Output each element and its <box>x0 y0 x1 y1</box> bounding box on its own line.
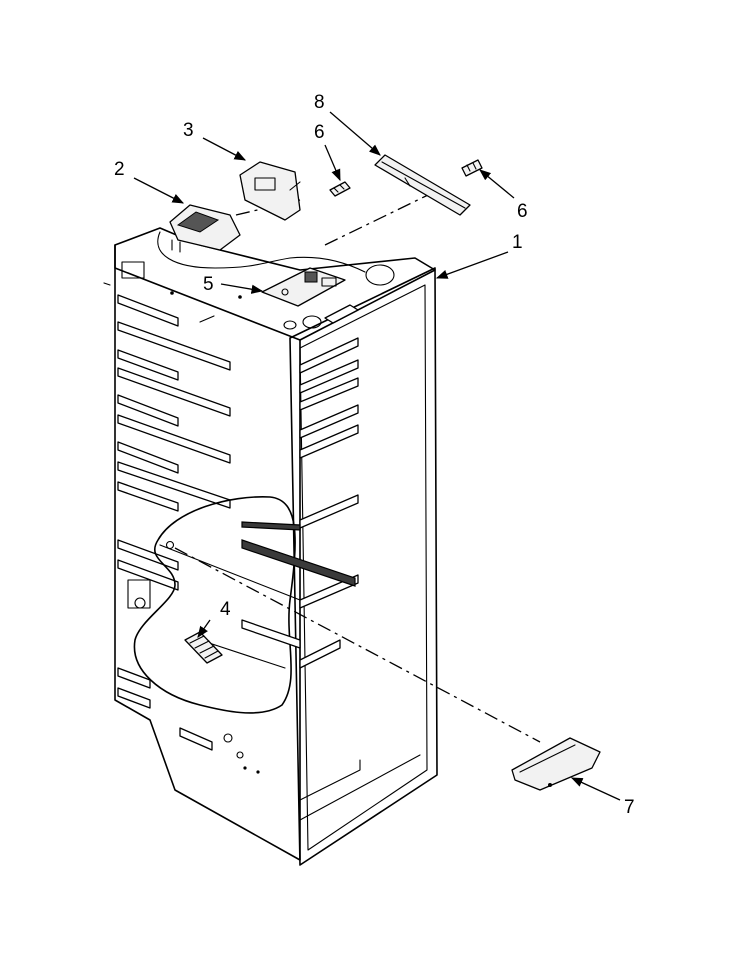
left-shelf-rails <box>117 294 260 774</box>
callout-4: 4 <box>220 599 231 620</box>
part-8-trim-strip <box>374 154 471 216</box>
leader-arrows <box>133 111 621 801</box>
part-2-control-housing <box>169 204 241 253</box>
part-3-bracket <box>239 161 301 221</box>
right-shelf-rails <box>299 337 359 669</box>
cutaway-view <box>133 496 356 714</box>
callout-6-right: 6 <box>517 201 528 222</box>
callout-labels: 1 2 3 4 5 6 6 7 8 <box>114 92 635 818</box>
callout-7: 7 <box>624 797 635 818</box>
part-7-light-cover <box>511 737 601 791</box>
callout-1: 1 <box>512 232 523 253</box>
part-6-screw-right <box>461 159 483 177</box>
part-6-screw-left <box>329 181 351 197</box>
callout-3: 3 <box>183 120 194 141</box>
callout-5: 5 <box>203 274 214 295</box>
wiring-harness <box>157 231 366 273</box>
callout-8: 8 <box>314 92 325 113</box>
part-5-control-board <box>261 267 346 307</box>
assembly-lines <box>174 194 541 743</box>
callout-6-left: 6 <box>314 122 325 143</box>
callout-2: 2 <box>114 159 125 180</box>
part-4-grille <box>184 631 223 664</box>
liner-body <box>103 227 438 866</box>
